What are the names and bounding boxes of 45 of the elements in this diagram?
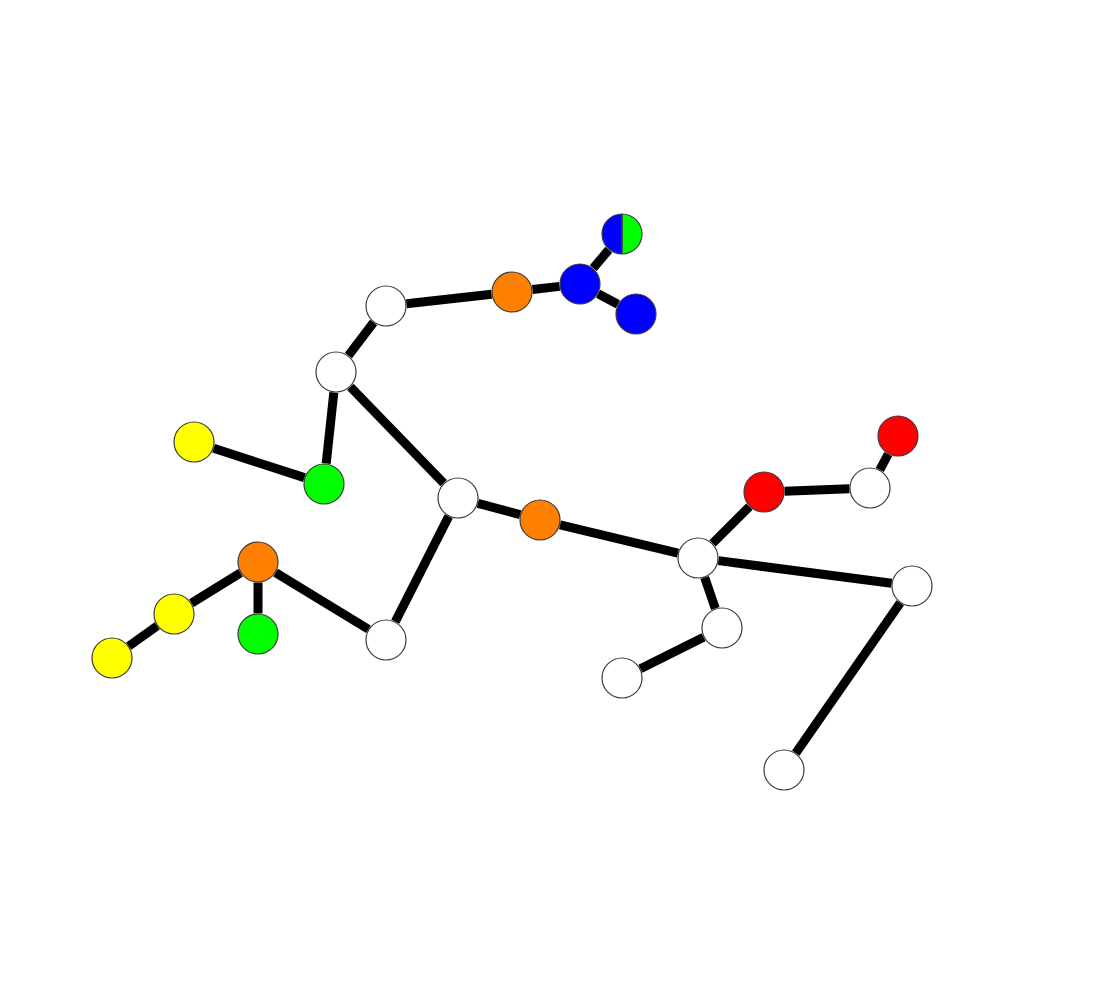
graph-node (615, 293, 657, 335)
graph-node (365, 619, 407, 661)
edge-line (792, 600, 904, 756)
graph-node (315, 351, 357, 393)
edge-line (717, 556, 893, 588)
graph-node (91, 637, 133, 679)
edge-line (709, 503, 753, 547)
edge-line (596, 289, 620, 309)
edge-line (531, 281, 561, 295)
graph-node (519, 499, 561, 541)
graph-node (677, 537, 719, 579)
graph-node (891, 565, 933, 607)
edge-line (189, 569, 243, 607)
graph-node (601, 213, 643, 255)
graph-node (173, 421, 215, 463)
graph-node (303, 463, 345, 505)
edge-line (126, 622, 160, 650)
edge-line (700, 576, 720, 610)
edge-line (347, 383, 447, 487)
edge-line (321, 392, 339, 464)
graph-node (365, 285, 407, 327)
graph-node (491, 271, 533, 313)
edge-line (875, 452, 893, 472)
edge-line (589, 246, 613, 272)
edge-line (253, 582, 263, 614)
edge-line (212, 444, 306, 482)
graph-node (237, 541, 279, 583)
edge-line (476, 499, 522, 519)
edge-line (344, 319, 378, 359)
graph-node (849, 467, 891, 509)
edge-line (391, 514, 453, 624)
graph-node (877, 415, 919, 457)
edge-line (638, 633, 706, 673)
graph-node (743, 471, 785, 513)
graph-node (601, 657, 643, 699)
graph-node (763, 749, 805, 791)
edge-line (784, 484, 850, 496)
graph-node (437, 477, 479, 519)
graph-node (559, 263, 601, 305)
edge-line (559, 520, 679, 558)
graph-node (153, 593, 195, 635)
edge-line (273, 568, 371, 634)
graph-node (237, 613, 279, 655)
edge-line (405, 289, 493, 309)
graph-node (701, 607, 743, 649)
